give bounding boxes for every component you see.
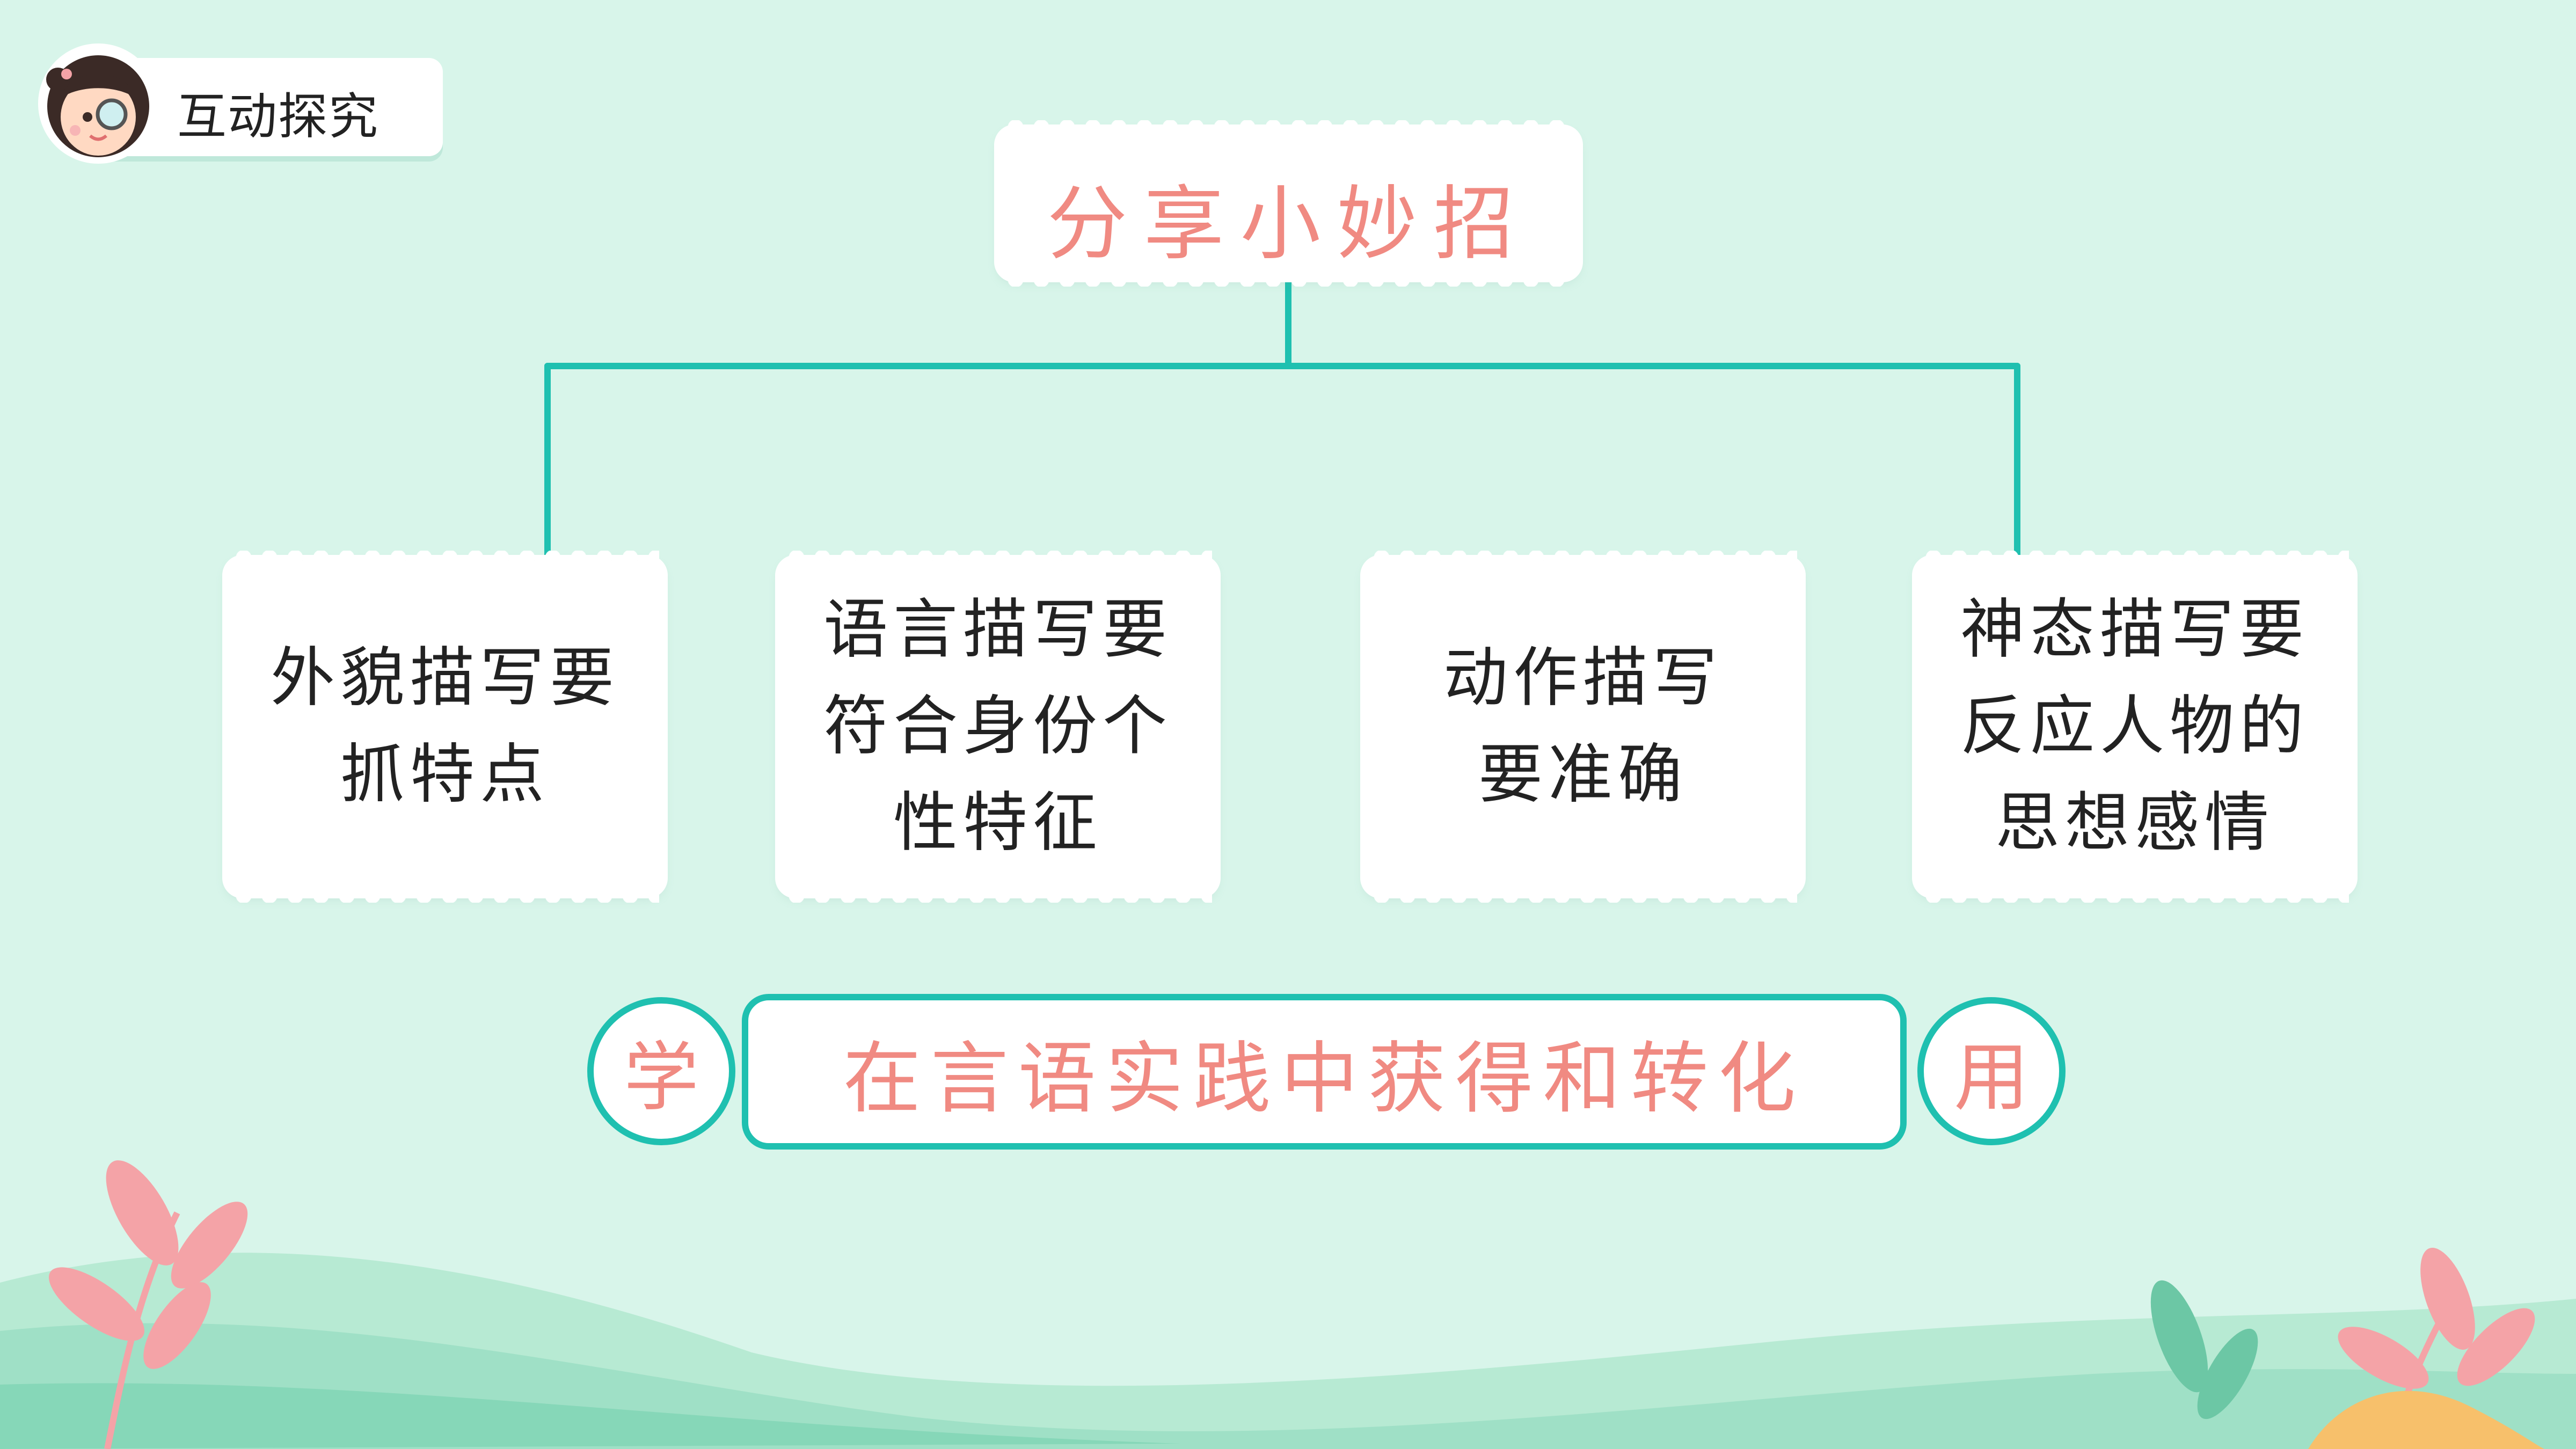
root-node: 分享小妙招 bbox=[997, 120, 1580, 287]
summary-banner: 在言语实践中获得和转化 bbox=[742, 994, 1907, 1150]
child-node-text: 语言描写要 符合身份个 性特征 bbox=[823, 592, 1172, 860]
child-node-text: 神态描写要 反应人物的 思想感情 bbox=[1960, 592, 2309, 860]
child-node-2: 语言描写要 符合身份个 性特征 bbox=[778, 551, 1217, 903]
child-node-text: 外貌描写要 抓特点 bbox=[271, 641, 619, 812]
summary-banner-text: 在言语实践中获得和转化 bbox=[843, 1034, 1806, 1124]
leaf-plant-left bbox=[48, 1160, 248, 1449]
summary-right-label: 用 bbox=[1953, 1034, 2029, 1122]
summary-left-label: 学 bbox=[623, 1034, 699, 1122]
section-tag-label: 互动探究 bbox=[177, 88, 380, 145]
girl-avatar-icon bbox=[38, 43, 158, 164]
section-tag: 互动探究 bbox=[86, 58, 443, 156]
child-node-text: 动作描写 要准确 bbox=[1443, 641, 1723, 812]
summary-right-circle: 用 bbox=[1917, 997, 2066, 1145]
child-node-1: 外貌描写要 抓特点 bbox=[225, 551, 665, 903]
child-node-3: 动作描写 要准确 bbox=[1363, 551, 1803, 903]
leaf-plant-right bbox=[2150, 1248, 2544, 1449]
root-node-title: 分享小妙招 bbox=[1047, 178, 1530, 271]
summary-left-circle: 学 bbox=[587, 997, 735, 1145]
child-node-4: 神态描写要 反应人物的 思想感情 bbox=[1915, 551, 2354, 903]
